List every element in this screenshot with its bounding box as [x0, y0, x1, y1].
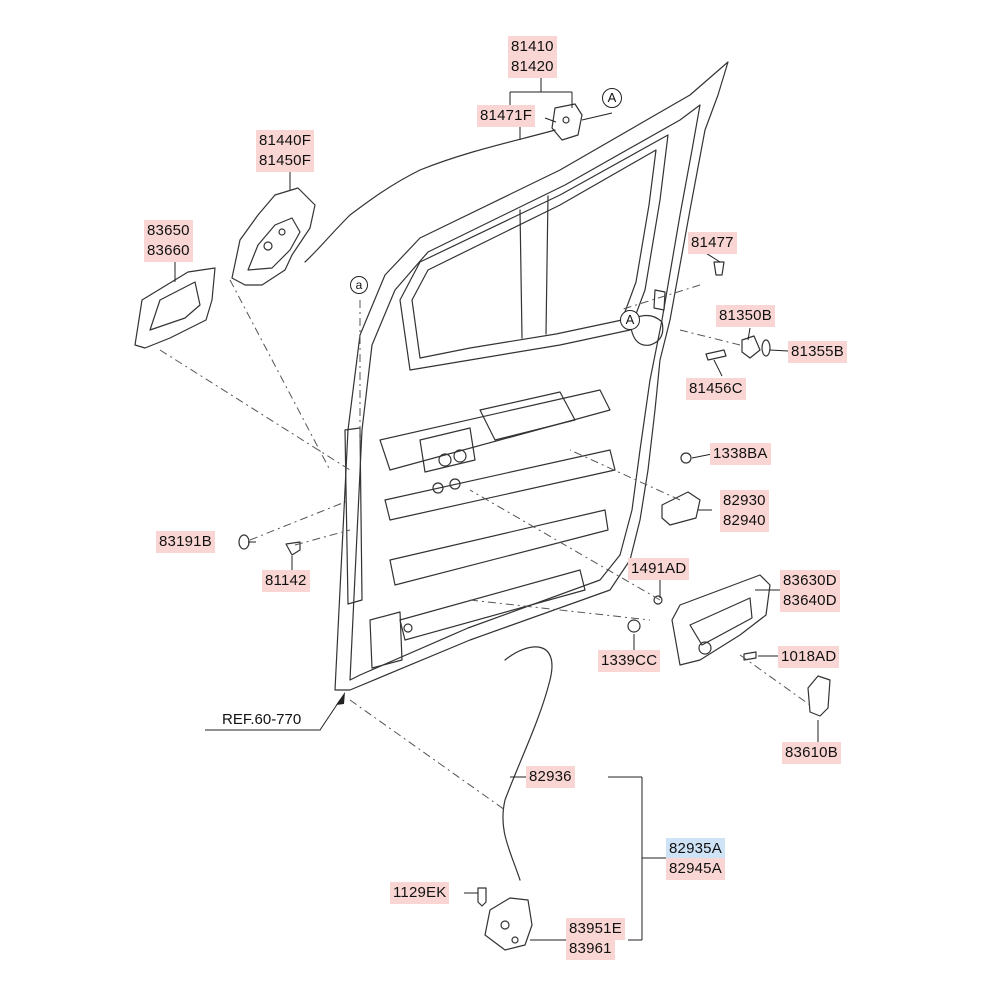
- part-label-83660[interactable]: 83660: [144, 240, 193, 262]
- lower-cable: [502, 646, 553, 881]
- handle-mechanism: [231, 187, 316, 286]
- reference-note: REF.60-770: [222, 711, 302, 728]
- part-label-83191B[interactable]: 83191B: [156, 531, 215, 553]
- part-label-81477[interactable]: 81477: [688, 232, 737, 254]
- part-label-82945A[interactable]: 82945A: [666, 858, 725, 880]
- part-label-82936[interactable]: 82936: [526, 766, 575, 788]
- part-label-83640D[interactable]: 83640D: [780, 590, 840, 612]
- part-label-81410[interactable]: 81410: [508, 36, 557, 58]
- part-label-83961[interactable]: 83961: [566, 938, 615, 960]
- part-label-81420[interactable]: 81420: [508, 56, 557, 78]
- part-label-83951E[interactable]: 83951E: [566, 918, 625, 940]
- lower-bracket: [484, 897, 533, 951]
- door-panel-outline: [334, 61, 729, 691]
- upper-cable: [304, 129, 556, 263]
- part-label-81142[interactable]: 81142: [262, 570, 310, 592]
- part-label-81471F[interactable]: 81471F: [477, 105, 536, 127]
- inside-handle-bezel: [671, 574, 771, 666]
- part-label-81355B[interactable]: 81355B: [788, 341, 847, 363]
- part-label-1018AD[interactable]: 1018AD: [778, 646, 840, 668]
- window-inner: [411, 149, 657, 359]
- part-label-81350B[interactable]: 81350B: [716, 305, 775, 327]
- part-label-83610B[interactable]: 83610B: [782, 742, 841, 764]
- door-panel-inner: [349, 104, 701, 681]
- handle-bracket: [134, 267, 216, 349]
- part-label-1129EK[interactable]: 1129EK: [390, 882, 450, 904]
- window-frame: [399, 134, 669, 371]
- part-label-1338BA[interactable]: 1338BA: [710, 443, 771, 465]
- part-label-82940[interactable]: 82940: [720, 510, 769, 532]
- part-label-1491AD[interactable]: 1491AD: [628, 558, 690, 580]
- part-label-81440F[interactable]: 81440F: [256, 130, 315, 152]
- callout-a-middle: A: [620, 310, 640, 330]
- part-label-82930[interactable]: 82930: [720, 490, 769, 512]
- part-label-1339CC[interactable]: 1339CC: [598, 650, 661, 672]
- part-label-81456C[interactable]: 81456C: [686, 378, 746, 400]
- callout-a-upper: A: [602, 88, 622, 108]
- upper-latch: [551, 103, 583, 141]
- part-label-82935A[interactable]: 82935A: [666, 838, 725, 860]
- callout-small-a: a: [350, 276, 368, 294]
- part-label-81450F[interactable]: 81450F: [256, 150, 315, 172]
- part-label-83630D[interactable]: 83630D: [780, 570, 840, 592]
- part-label-83650[interactable]: 83650: [144, 220, 193, 242]
